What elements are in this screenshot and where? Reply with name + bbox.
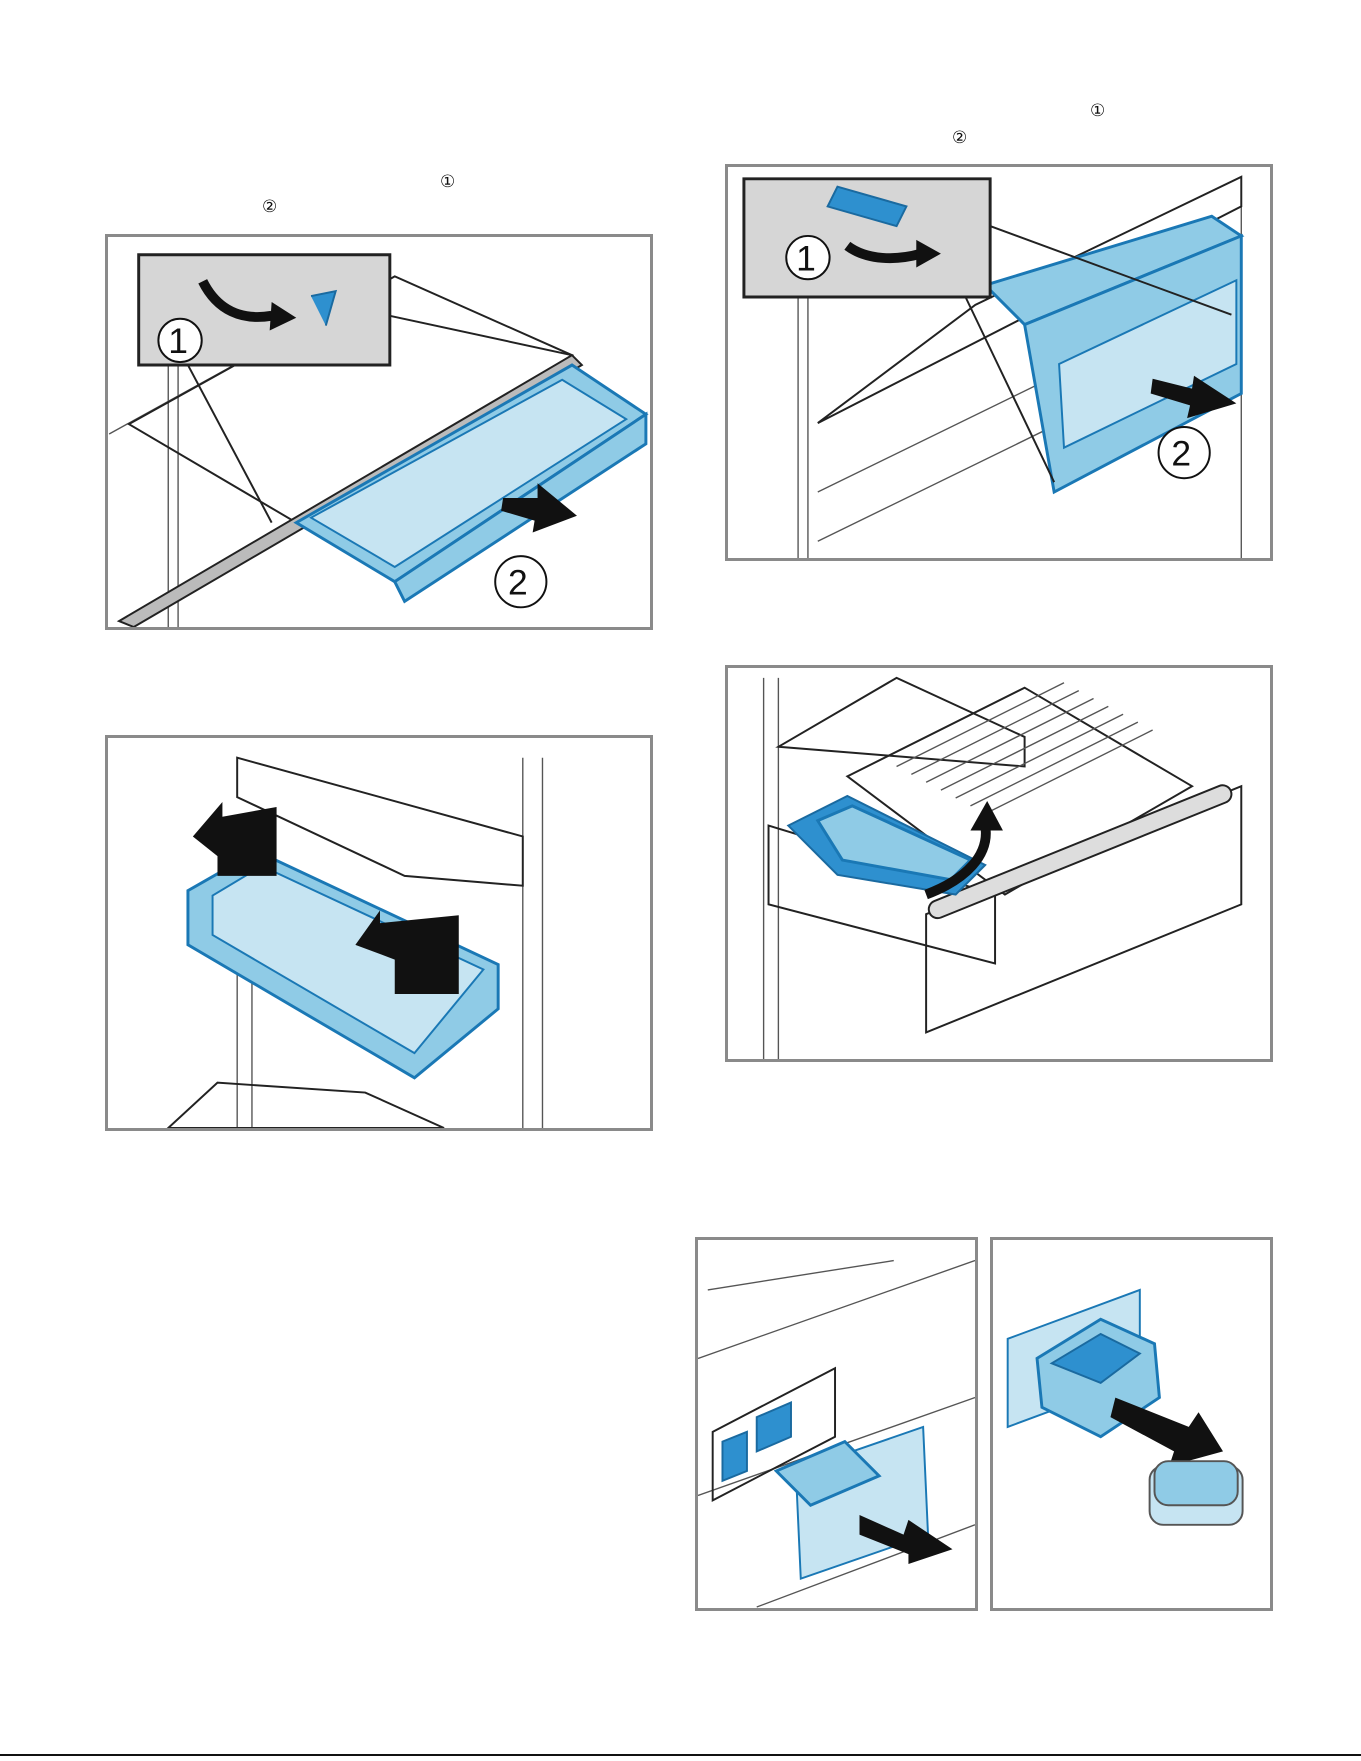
footer-rule [0,1754,1361,1756]
figure-holder-removal [695,1237,978,1611]
holder-cover-illustration [993,1240,1270,1608]
callout-1-number: 1 [796,238,816,278]
drawer-tray-illustration [728,668,1270,1059]
holder-removal-illustration [698,1240,975,1608]
figure-freezer-drawer-removal: 1 2 [725,164,1273,561]
figure-shelf-drawer-removal: 1 2 [105,234,653,630]
callout-1-number: 1 [168,321,188,361]
step-marker-2-left: ② [262,199,277,216]
figure-upper-drawer-removal [105,735,653,1131]
step-marker-1-left: ① [440,174,455,191]
step-marker-1-right: ① [1090,103,1105,120]
freezer-drawer-illustration: 1 2 [728,167,1270,558]
figure-drawer-tray-removal [725,665,1273,1062]
figure-holder-cover-removal [990,1237,1273,1611]
upper-drawer-illustration [108,738,650,1128]
step-marker-2-right: ② [952,130,967,147]
callout-2-number: 2 [508,563,528,603]
shelf-drawer-illustration: 1 2 [108,237,650,627]
callout-2-number: 2 [1171,433,1191,473]
